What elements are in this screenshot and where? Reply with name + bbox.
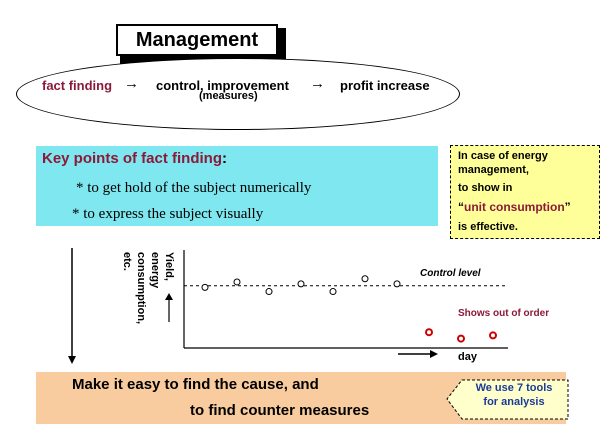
out-of-order-label: Shows out of order xyxy=(458,308,549,319)
data-point-7 xyxy=(393,280,401,288)
energy-note-box xyxy=(450,145,600,239)
note-line-2: management, xyxy=(458,164,529,176)
callout-line-1: We use 7 tools xyxy=(475,382,553,394)
points-layer xyxy=(201,275,497,343)
bottom-line-1: Make it easy to find the cause, and xyxy=(72,376,319,393)
note-line-5: is effective. xyxy=(458,221,518,233)
control-level-label: Control level xyxy=(420,268,481,279)
note-line-3: to show in xyxy=(458,182,513,194)
y-label-line-4: etc. xyxy=(121,252,133,271)
flow-ellipse xyxy=(16,58,460,130)
y-label-line-2: energy xyxy=(149,252,161,289)
note-line-1: In case of energy xyxy=(458,150,548,162)
data-point-1 xyxy=(201,283,209,291)
y-axis-label-group: Yield, energy consumption, etc. xyxy=(121,252,175,324)
tools-callout: We use 7 tools for analysis xyxy=(458,381,570,409)
page-title: Management xyxy=(116,24,278,56)
data-point-3 xyxy=(265,288,273,296)
flow-arrow-2: → xyxy=(310,75,325,92)
data-point-6 xyxy=(361,275,369,283)
flow-step-measures: (measures) xyxy=(199,90,258,102)
note-quote-close: ” xyxy=(564,200,571,214)
out-of-order-point-3 xyxy=(489,331,497,340)
flow-arrow-1: → xyxy=(124,75,139,92)
out-of-order-point-1 xyxy=(425,328,433,337)
y-label-line-3: consumption, xyxy=(135,252,147,324)
out-of-order-point-2 xyxy=(457,334,465,343)
data-point-4 xyxy=(297,280,305,288)
flow-step-fact-finding: fact finding xyxy=(42,78,113,93)
key-points-title: Key points of fact finding: xyxy=(42,150,227,167)
callout-line-2: for analysis xyxy=(483,396,545,408)
key-points-box xyxy=(36,146,438,226)
bottom-line-2: to find counter measures xyxy=(190,402,370,419)
flow-step-control: control, improvement xyxy=(156,78,289,93)
note-line-4: “unit consumption” xyxy=(458,200,571,214)
y-label-line-1: Yield, xyxy=(163,252,175,281)
data-point-2 xyxy=(233,278,241,286)
x-axis-label: day xyxy=(458,351,478,363)
time-axis-arrowhead xyxy=(68,356,76,364)
day-arrowhead xyxy=(430,350,438,358)
data-point-5 xyxy=(329,288,337,296)
y-arrowhead xyxy=(165,293,173,300)
key-points-colon: : xyxy=(222,150,227,167)
tools-callout-shape xyxy=(446,379,569,420)
key-point-1: * to get hold of the subject numerically xyxy=(76,180,312,196)
note-quote-open: “ xyxy=(458,200,464,214)
note-highlight: unit consumption xyxy=(464,200,565,214)
key-points-title-text: Key points of fact finding xyxy=(42,150,222,167)
flow-step-profit: profit increase xyxy=(340,78,430,93)
key-point-2: * to express the subject visually xyxy=(72,206,264,222)
